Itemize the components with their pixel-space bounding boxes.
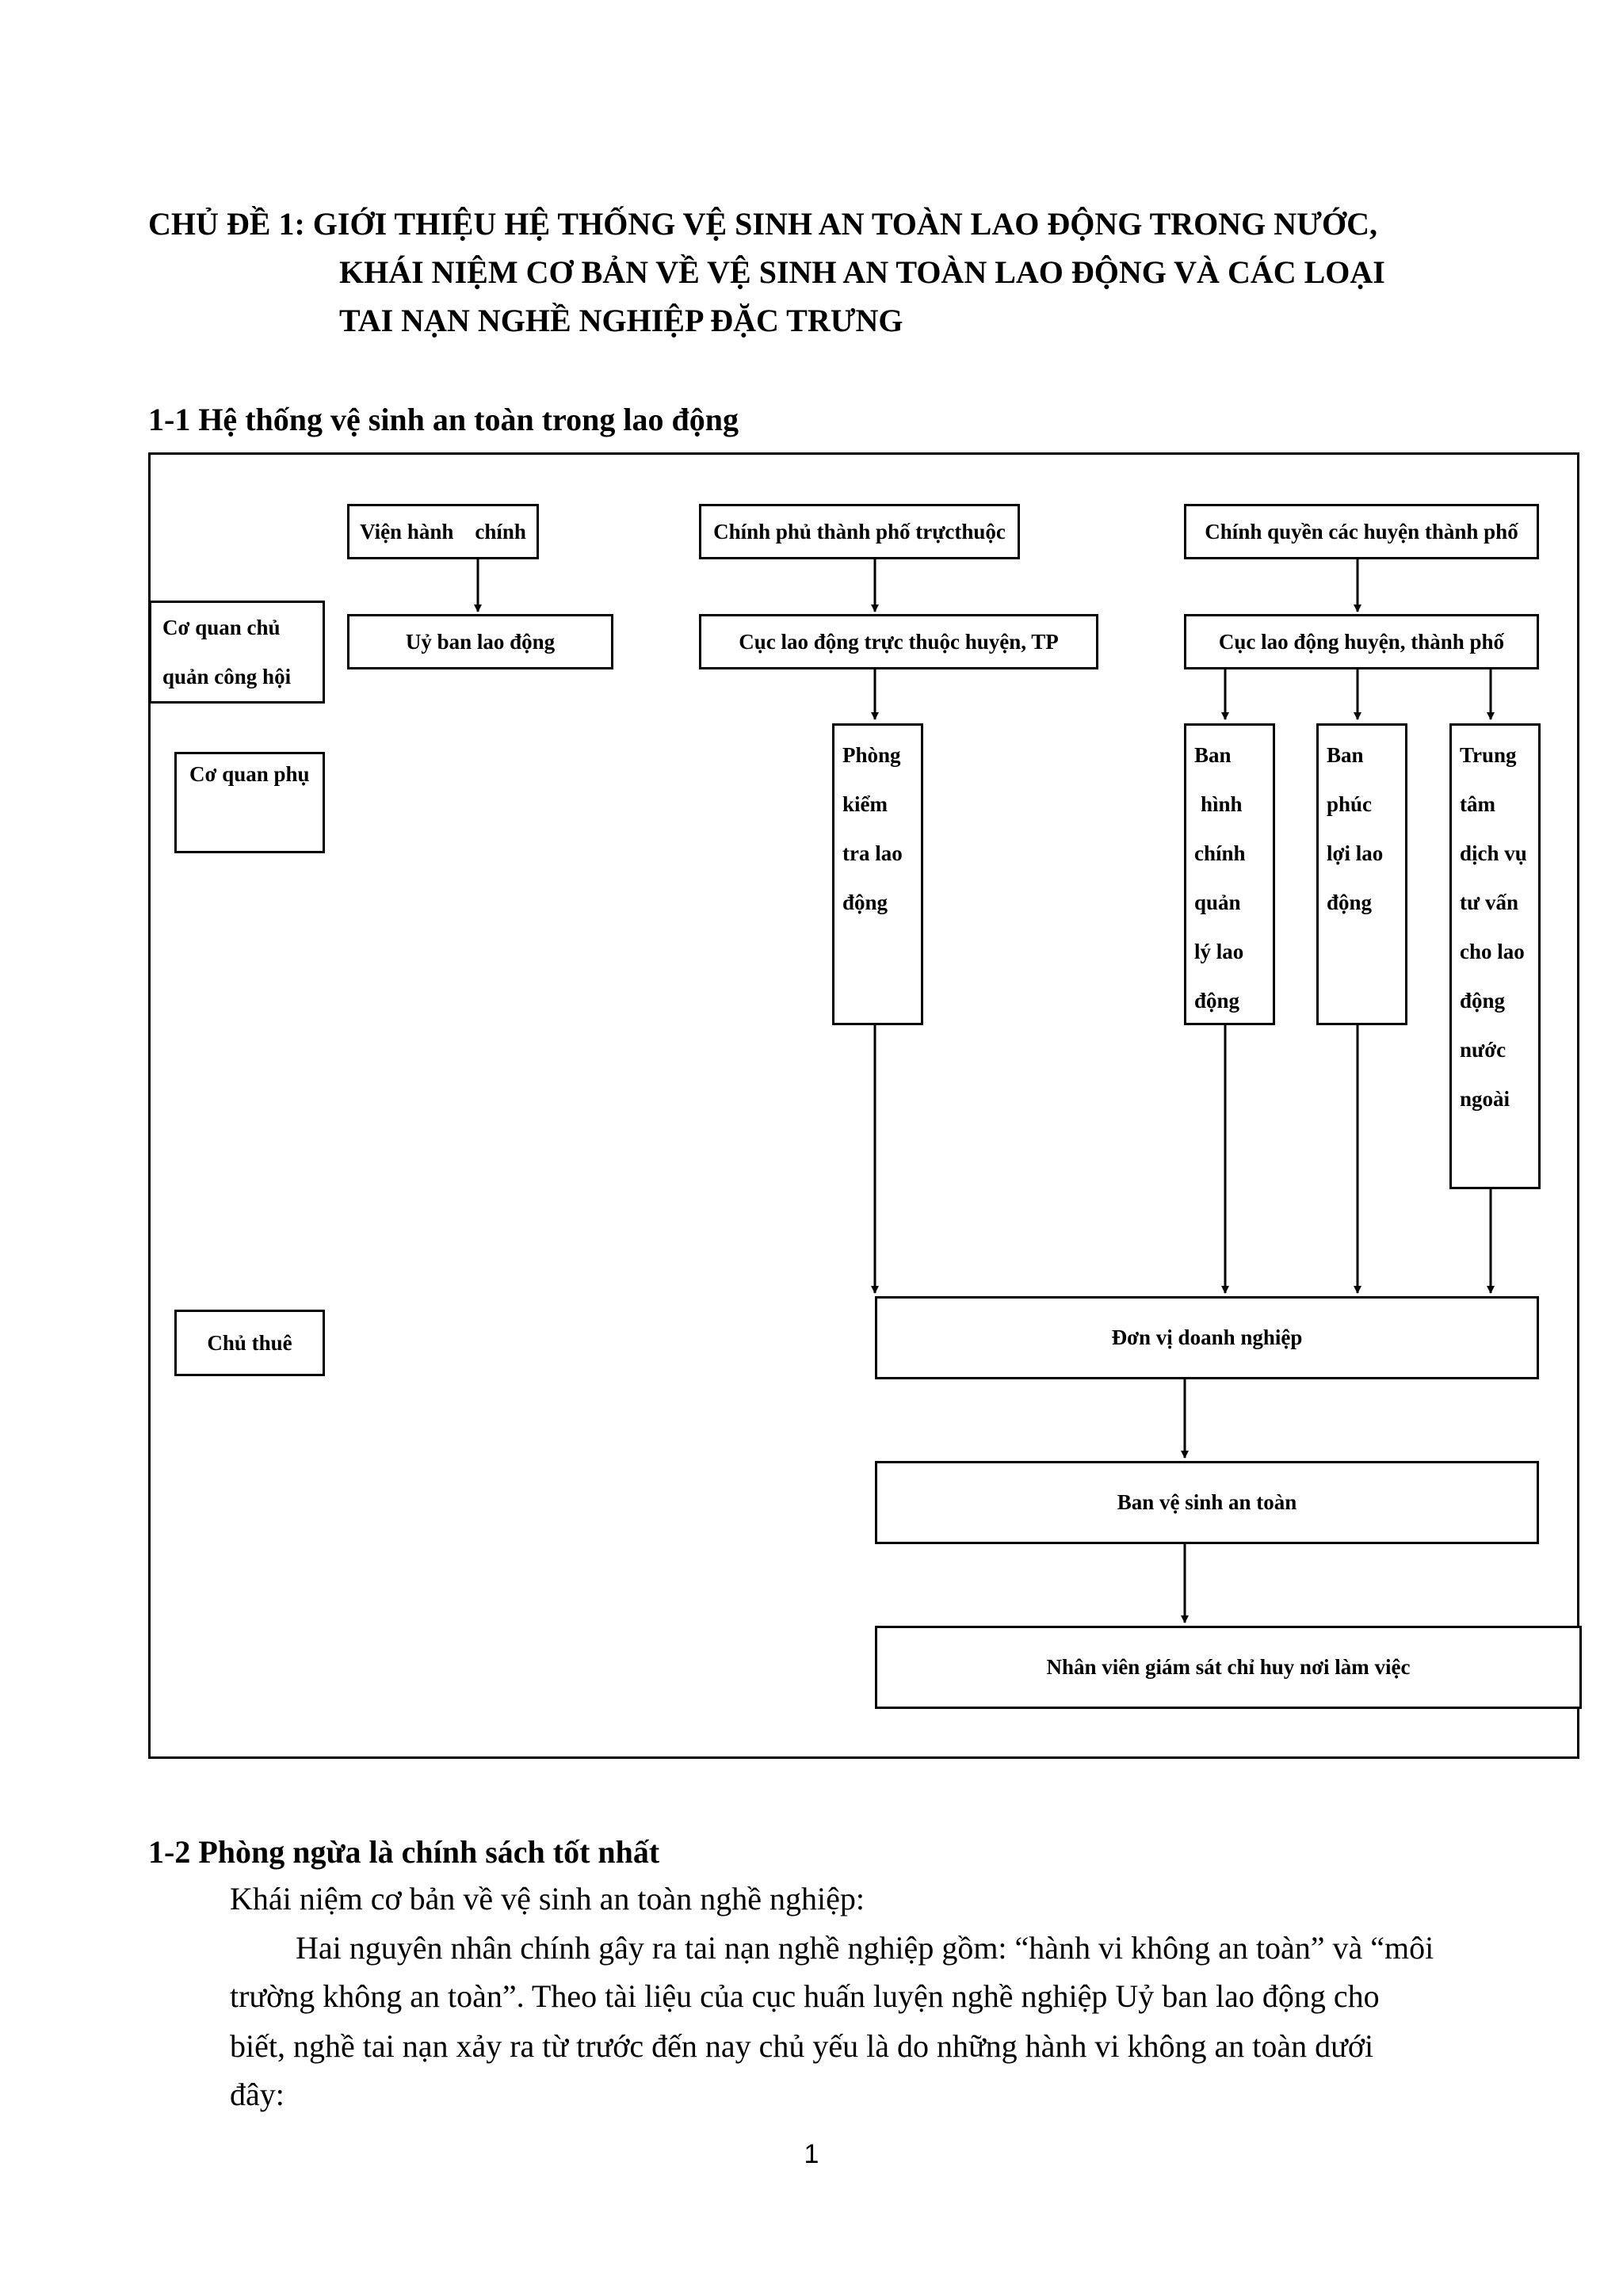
section-2-subheading: Khái niệm cơ bản về vệ sinh an toàn nghề… bbox=[230, 1881, 865, 1917]
box-chinh-quyen-huyen: Chính quyền các huyện thành phố bbox=[1184, 504, 1539, 559]
box-co-quan-chu-quan: Cơ quan chủ quản công hội bbox=[149, 601, 325, 704]
box-ban-hanh-chinh-line-5: lý lao bbox=[1194, 940, 1244, 963]
box-co-quan-chu-quan-line-1: Cơ quan chủ bbox=[162, 616, 281, 639]
box-uy-ban-lao-dong-label: Uỷ ban lao động bbox=[405, 629, 556, 654]
box-ban-phuc-loi-line-3: lợi lao bbox=[1327, 841, 1384, 865]
box-nhan-vien-giam-sat-label: Nhân viên giám sát chỉ huy nơi làm việc bbox=[1046, 1655, 1411, 1679]
box-trung-tam-line-7: nước bbox=[1460, 1038, 1507, 1062]
box-chinh-quyen-huyen-label: Chính quyền các huyện thành phố bbox=[1205, 519, 1518, 543]
box-chu-thue-label: Chủ thuê bbox=[207, 1330, 292, 1355]
box-vien-hanh-chinh-label: Viện hành chính bbox=[360, 519, 526, 543]
box-cuc-lao-dong-truc-thuoc-label: Cục lao động trực thuộc huyện, TP bbox=[739, 629, 1059, 654]
box-co-quan-phu: Cơ quan phụ bbox=[174, 752, 325, 853]
section-1-heading: 1-1 Hệ thống vệ sinh an toàn trong lao đ… bbox=[148, 402, 739, 437]
page-number: 1 bbox=[804, 2139, 819, 2169]
box-phong-kiem-tra-line-4: động bbox=[842, 891, 888, 914]
title-line-3: TAI NẠN NGHỀ NGHIỆP ĐẶC TRƯNG bbox=[339, 303, 903, 338]
box-ban-phuc-loi-line-2: phúc bbox=[1327, 792, 1373, 816]
box-nhan-vien-giam-sat: Nhân viên giám sát chỉ huy nơi làm việc bbox=[875, 1626, 1582, 1709]
box-phong-kiem-tra-line-1: Phòng bbox=[842, 743, 901, 767]
box-phong-kiem-tra-line-2: kiểm bbox=[842, 792, 888, 816]
box-co-quan-chu-quan-line-2: quản công hội bbox=[162, 665, 292, 688]
box-trung-tam-line-4: tư vấn bbox=[1460, 891, 1518, 914]
box-chu-thue: Chủ thuê bbox=[174, 1310, 325, 1376]
box-ban-hanh-chinh-line-2: hình bbox=[1201, 792, 1243, 816]
paragraph-line-3: biết, nghề tai nạn xảy ra từ trước đến n… bbox=[230, 2028, 1374, 2064]
section-2-heading: 1-2 Phòng ngừa là chính sách tốt nhất bbox=[148, 1834, 660, 1870]
box-phong-kiem-tra-line-3: tra lao bbox=[842, 841, 903, 865]
box-ban-hanh-chinh: Ban hình chính quản lý lao động bbox=[1184, 723, 1275, 1025]
box-trung-tam-dich-vu: Trung tâm dịch vụ tư vấn cho lao động nư… bbox=[1449, 723, 1541, 1189]
box-uy-ban-lao-dong: Uỷ ban lao động bbox=[347, 614, 613, 669]
box-ban-hanh-chinh-line-3: chính bbox=[1194, 841, 1246, 865]
paragraph-line-2: trường không an toàn”. Theo tài liệu của… bbox=[230, 1978, 1380, 2014]
box-trung-tam-line-1: Trung bbox=[1460, 743, 1517, 767]
box-ban-hanh-chinh-line-6: động bbox=[1194, 989, 1240, 1013]
box-ban-ve-sinh-an-toan-label: Ban vệ sinh an toàn bbox=[1117, 1490, 1297, 1514]
box-cuc-lao-dong-huyen: Cục lao động huyện, thành phố bbox=[1184, 614, 1539, 669]
box-trung-tam-line-8: ngoài bbox=[1460, 1087, 1510, 1111]
box-ban-phuc-loi: Ban phúc lợi lao động bbox=[1316, 723, 1407, 1025]
box-ban-hanh-chinh-line-1: Ban bbox=[1194, 743, 1232, 767]
box-cuc-lao-dong-truc-thuoc: Cục lao động trực thuộc huyện, TP bbox=[699, 614, 1098, 669]
box-chinh-phu-thanh-pho-label: Chính phủ thành phố trựcthuộc bbox=[713, 519, 1006, 543]
box-ban-phuc-loi-line-4: động bbox=[1327, 891, 1373, 914]
title-line-2: KHÁI NIỆM CƠ BẢN VỀ VỆ SINH AN TOÀN LAO … bbox=[339, 254, 1385, 290]
org-chart-frame bbox=[148, 452, 1579, 1759]
box-vien-hanh-chinh: Viện hành chính bbox=[347, 504, 539, 559]
paragraph-line-4: đây: bbox=[230, 2077, 285, 2112]
box-chinh-phu-thanh-pho: Chính phủ thành phố trựcthuộc bbox=[699, 504, 1020, 559]
box-co-quan-phu-label: Cơ quan phụ bbox=[189, 762, 310, 786]
box-ban-ve-sinh-an-toan: Ban vệ sinh an toàn bbox=[875, 1461, 1539, 1544]
paragraph-line-1: Hai nguyên nhân chính gây ra tai nạn ngh… bbox=[296, 1930, 1434, 1966]
box-cuc-lao-dong-huyen-label: Cục lao động huyện, thành phố bbox=[1218, 629, 1505, 654]
box-ban-phuc-loi-line-1: Ban bbox=[1327, 743, 1364, 767]
box-don-vi-doanh-nghiep: Đơn vị doanh nghiệp bbox=[875, 1296, 1539, 1379]
box-trung-tam-line-3: dịch vụ bbox=[1460, 841, 1527, 865]
title-line-1: CHỦ ĐỀ 1: GIỚI THIỆU HỆ THỐNG VỆ SINH AN… bbox=[148, 206, 1378, 242]
box-don-vi-doanh-nghiep-label: Đơn vị doanh nghiệp bbox=[1111, 1325, 1303, 1349]
box-trung-tam-line-6: động bbox=[1460, 989, 1506, 1013]
box-ban-hanh-chinh-line-4: quản bbox=[1194, 891, 1241, 914]
box-phong-kiem-tra: Phòng kiểm tra lao động bbox=[832, 723, 923, 1025]
box-trung-tam-line-5: cho lao bbox=[1460, 940, 1525, 963]
box-trung-tam-line-2: tâm bbox=[1460, 792, 1495, 816]
